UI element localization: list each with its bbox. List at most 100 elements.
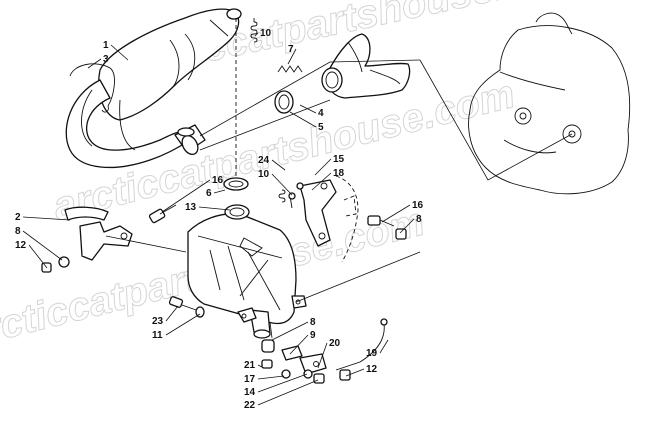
leader-line	[22, 230, 63, 261]
resonator-icon	[187, 204, 307, 339]
grommet-icon	[223, 177, 249, 191]
callout-number: 8	[15, 226, 21, 237]
leader-line	[165, 305, 179, 322]
callout-number: 9	[310, 330, 316, 341]
nut-icon	[261, 339, 275, 353]
callout-number: 18	[333, 168, 345, 179]
chassis-dashed-outline	[335, 175, 359, 263]
callout-labels: 1310745161362410151828121682311892019122…	[15, 28, 424, 411]
callout-c16b: 16	[381, 200, 424, 223]
callout-c23: 23	[152, 305, 179, 327]
leader-line	[317, 342, 328, 369]
leader-line	[379, 339, 389, 354]
leader-line	[257, 373, 308, 393]
leader-line	[271, 321, 309, 341]
callout-c7: 7	[287, 44, 297, 65]
stud-icon	[313, 373, 325, 384]
callout-number: 21	[244, 360, 256, 371]
callout-c10b: 10	[258, 169, 293, 196]
callout-number: 7	[288, 44, 294, 55]
callout-number: 24	[258, 155, 270, 166]
nut-icon	[395, 228, 407, 240]
callout-number: 20	[329, 338, 341, 349]
callout-number: 3	[103, 54, 109, 65]
leader-line	[110, 44, 129, 61]
callout-c24: 24	[258, 155, 286, 171]
leader-line	[289, 334, 309, 355]
leader-line	[165, 313, 201, 336]
assembly-line	[269, 321, 273, 339]
leader-line	[381, 204, 411, 223]
assembly-line	[199, 99, 331, 151]
leader-line	[87, 58, 102, 69]
callout-c21: 21	[244, 360, 265, 371]
gasket-icon	[274, 90, 294, 114]
leader-line	[299, 104, 317, 114]
callout-c14: 14	[244, 373, 308, 398]
leader-line	[257, 379, 319, 406]
washer-icon	[281, 369, 291, 379]
callout-c9: 9	[289, 330, 316, 355]
strap-icon	[69, 63, 115, 113]
engine-connector-line	[419, 59, 573, 181]
spring-icon	[278, 189, 286, 203]
bracket-icon	[299, 179, 337, 247]
nut-icon	[41, 256, 70, 273]
callout-number: 10	[258, 169, 270, 180]
callout-number: 6	[206, 188, 212, 199]
bolt-icon	[261, 359, 273, 369]
bolt-icon	[148, 204, 177, 224]
callout-c2: 2	[15, 212, 71, 223]
callout-number: 2	[15, 212, 21, 223]
callout-number: 1	[103, 40, 109, 51]
exhaust-pipe-icon	[321, 33, 411, 99]
callout-number: 23	[152, 316, 164, 327]
leader-line	[287, 48, 297, 65]
callout-c5: 5	[289, 111, 324, 133]
bracket-icon	[64, 206, 109, 221]
leader-line	[314, 158, 332, 176]
callout-c17: 17	[244, 374, 285, 385]
callout-number: 16	[412, 200, 424, 211]
callout-c6: 6	[206, 188, 226, 199]
callout-number: 8	[310, 317, 316, 328]
washer-icon	[195, 306, 205, 318]
callout-number: 17	[244, 374, 256, 385]
leader-line	[161, 179, 211, 213]
callout-number: 16	[212, 175, 224, 186]
callout-c8c: 8	[271, 317, 316, 341]
leader-line	[311, 172, 332, 191]
callout-number: 11	[152, 330, 163, 341]
leader-line	[213, 189, 226, 194]
leader-line	[271, 173, 293, 196]
callout-c19: 19	[366, 339, 389, 359]
engine-outline-icon	[468, 12, 631, 195]
leader-line	[22, 216, 71, 221]
callout-c3: 3	[87, 54, 109, 69]
leader-line	[198, 206, 231, 211]
callout-number: 12	[15, 240, 27, 251]
callout-c8b: 8	[399, 214, 422, 234]
leader-line	[289, 111, 317, 128]
callout-c11: 11	[152, 313, 201, 341]
callout-number: 5	[318, 122, 324, 133]
leader-line	[257, 375, 285, 380]
callout-c12b: 12	[345, 364, 378, 377]
mount-bracket-left	[79, 221, 133, 261]
callout-number: 14	[244, 387, 256, 398]
callout-c4: 4	[299, 104, 324, 119]
callout-number: 8	[416, 214, 422, 225]
callout-c8a: 8	[15, 226, 63, 261]
callout-c12a: 12	[15, 240, 48, 269]
callout-c16a: 16	[161, 175, 224, 213]
nut-icon	[303, 369, 313, 379]
spacer-icon	[281, 345, 303, 361]
callout-c20: 20	[317, 338, 341, 369]
muffler-icon	[65, 8, 242, 169]
cable-icon	[335, 318, 388, 381]
assembly-line	[199, 59, 421, 137]
bolt-icon	[288, 192, 296, 209]
nut-icon	[296, 182, 304, 190]
callout-number: 15	[333, 154, 345, 165]
